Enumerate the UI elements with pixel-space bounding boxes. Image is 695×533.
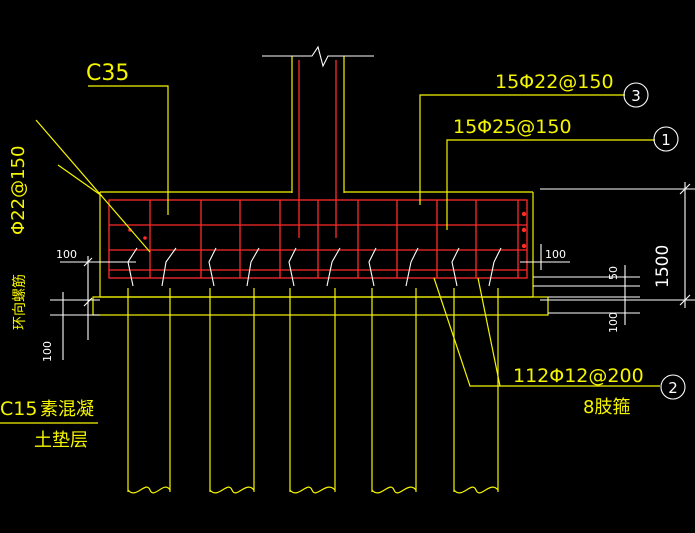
cushion-layer-label: 土垫层 bbox=[34, 430, 88, 451]
rebar-cage bbox=[108, 199, 528, 279]
rebar-top-label: 15Φ22@150 bbox=[495, 71, 614, 93]
dim-bottom-left: 100 bbox=[41, 341, 54, 362]
pile-anchorage bbox=[127, 247, 502, 287]
vertical-rebar-name: 环向螺筋 bbox=[11, 274, 28, 330]
column bbox=[262, 45, 374, 238]
callout-markers: 3 1 2 bbox=[623, 82, 686, 400]
dim-bottom-right: 100 bbox=[607, 312, 620, 333]
dim-height: 1500 bbox=[653, 245, 673, 288]
cushion-grade: C15 bbox=[0, 398, 37, 420]
cushion-layer bbox=[92, 296, 549, 316]
cushion-material: 素混凝 bbox=[40, 399, 94, 420]
leaders bbox=[35, 85, 660, 387]
concrete-grade-label: C35 bbox=[86, 61, 129, 86]
callout-1-circle bbox=[653, 126, 679, 152]
vertical-rebar-label: Φ22@150 bbox=[8, 146, 29, 235]
stirrup-label: 112Φ12@200 bbox=[513, 365, 644, 387]
pile-cap-outline bbox=[92, 191, 549, 316]
callout-3: 3 bbox=[631, 87, 641, 105]
callout-3-circle bbox=[623, 82, 649, 108]
piles bbox=[127, 288, 499, 494]
callout-1: 1 bbox=[661, 131, 671, 149]
dim-cover-right: 100 bbox=[545, 248, 566, 261]
dim-side: 50 bbox=[607, 266, 620, 280]
rebar-bottom-label: 15Φ25@150 bbox=[453, 116, 572, 138]
break-line bbox=[262, 45, 374, 68]
callout-2-circle bbox=[660, 374, 686, 400]
stirrup-note: 8肢箍 bbox=[583, 397, 630, 418]
callout-2: 2 bbox=[668, 379, 678, 397]
dimensions bbox=[50, 182, 695, 360]
dim-cover-left: 100 bbox=[56, 248, 77, 261]
